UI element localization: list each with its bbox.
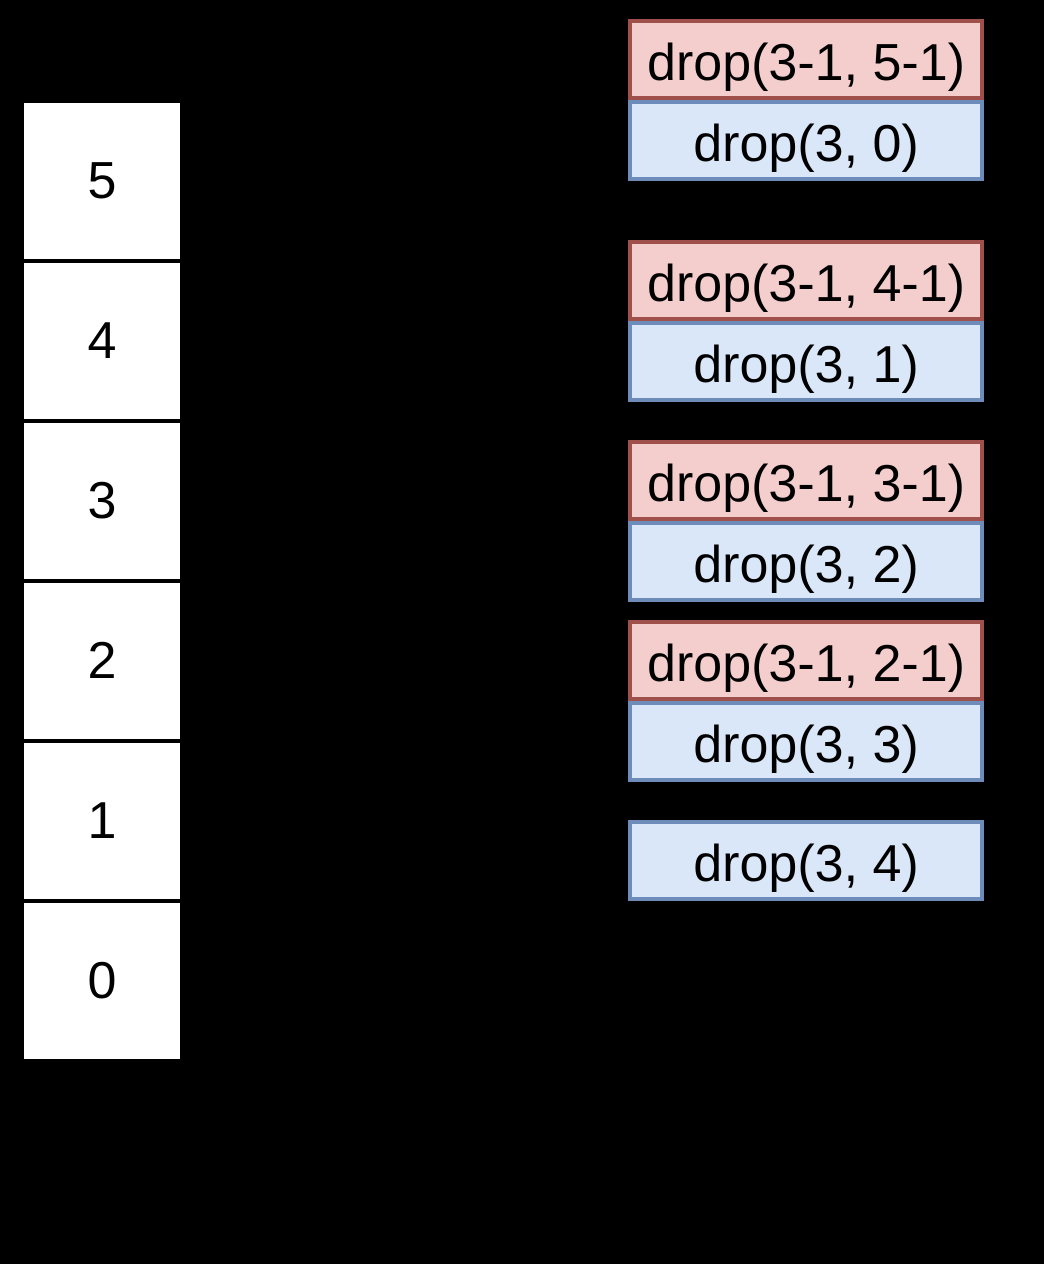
stack-cell-label: 2 bbox=[87, 632, 117, 690]
stack-cell-label: 3 bbox=[87, 472, 117, 530]
call-box: drop(3, 3) bbox=[628, 701, 984, 782]
call-label: drop(3, 0) bbox=[693, 114, 919, 173]
call-box: drop(3, 2) bbox=[628, 521, 984, 602]
expanded-call-box: drop(3-1, 5-1) bbox=[628, 19, 984, 100]
expanded-call-box: drop(3-1, 4-1) bbox=[628, 240, 984, 321]
call-box: drop(3, 1) bbox=[628, 321, 984, 402]
expanded-call-label: drop(3-1, 3-1) bbox=[647, 454, 965, 513]
stack-cell-label: 4 bbox=[87, 312, 117, 370]
call-label: drop(3, 3) bbox=[693, 715, 919, 774]
call-label: drop(3, 1) bbox=[693, 335, 919, 394]
expanded-call-label: drop(3-1, 2-1) bbox=[647, 634, 965, 693]
stack-cell-label: 0 bbox=[87, 952, 117, 1010]
call-box: drop(3, 4) bbox=[628, 820, 984, 901]
stack-cell-label: 5 bbox=[87, 152, 117, 210]
stack-cell-label: 1 bbox=[87, 792, 117, 850]
expanded-call-label: drop(3-1, 5-1) bbox=[647, 33, 965, 92]
stack-cell: 0 bbox=[24, 903, 180, 1059]
call-label: drop(3, 2) bbox=[693, 535, 919, 594]
expanded-call-label: drop(3-1, 4-1) bbox=[647, 254, 965, 313]
stack-cell: 1 bbox=[24, 743, 180, 899]
stack-cell: 2 bbox=[24, 583, 180, 739]
stack-cell: 3 bbox=[24, 423, 180, 579]
call-box: drop(3, 0) bbox=[628, 100, 984, 181]
expanded-call-box: drop(3-1, 2-1) bbox=[628, 620, 984, 701]
stack-cell: 4 bbox=[24, 263, 180, 419]
call-label: drop(3, 4) bbox=[693, 834, 919, 893]
stack-cell: 5 bbox=[24, 103, 180, 259]
expanded-call-box: drop(3-1, 3-1) bbox=[628, 440, 984, 521]
